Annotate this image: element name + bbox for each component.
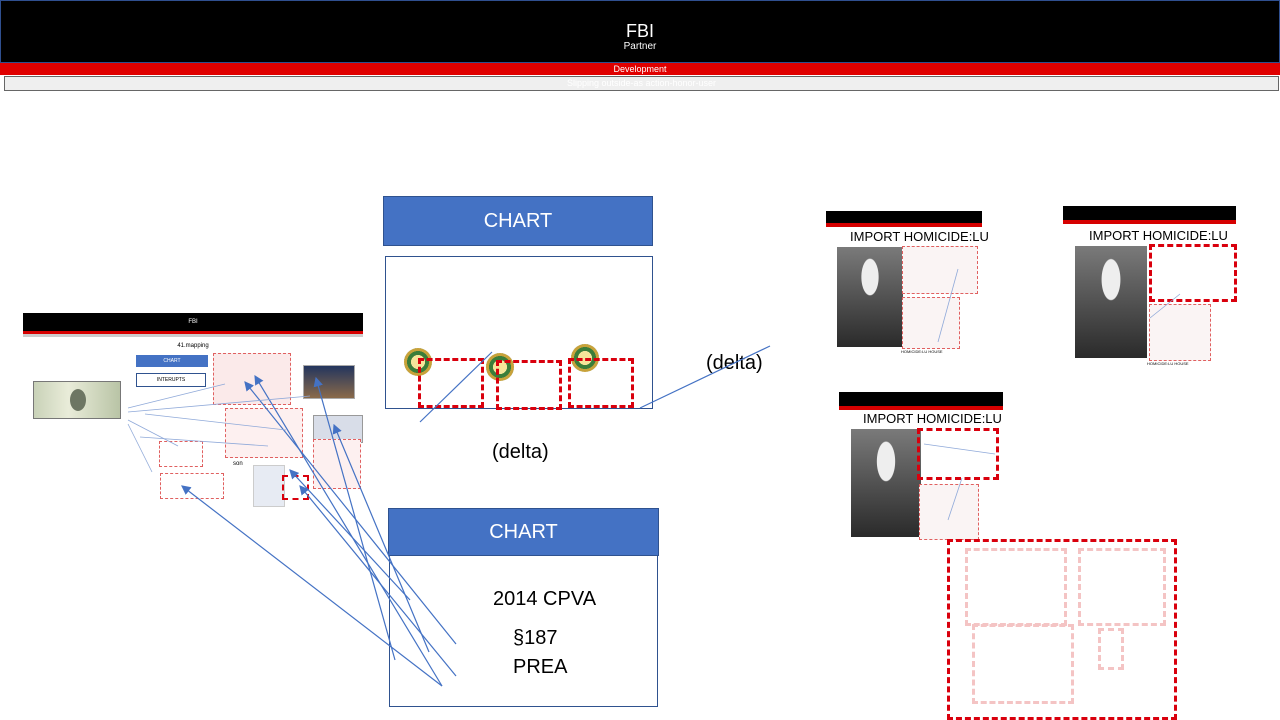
card-photo	[851, 429, 921, 537]
portrait-icon	[70, 389, 86, 411]
card-redline	[839, 406, 1003, 410]
homicide-card-2: IMPORT HOMICIDE:LU HOMICIDE:LU HOUSE	[1063, 206, 1237, 366]
mini-interrupts-button[interactable]: INTERUPTS	[136, 373, 206, 387]
card-header	[839, 392, 1003, 406]
app-header: FBI Partner	[0, 0, 1280, 63]
collage-highlight	[947, 539, 1177, 720]
dollar-bill-image	[33, 381, 121, 419]
mini-chart-button[interactable]: CHART	[136, 355, 208, 367]
card-title: IMPORT HOMICIDE:LU	[850, 229, 989, 244]
chart-button-top[interactable]: CHART	[383, 196, 653, 246]
section-label: §187	[513, 627, 558, 649]
cpva-label: 2014 CPVA	[493, 588, 597, 610]
chart-button-bottom[interactable]: CHART	[388, 508, 659, 556]
card-photo	[1075, 246, 1147, 358]
mini-header: FBI	[23, 313, 363, 331]
app-subtitle: Partner	[623, 41, 657, 52]
mini-son-label: son	[233, 461, 243, 467]
region-box-2	[496, 360, 562, 410]
card-caption: HOMICIDE:LU HOUSE	[901, 349, 943, 354]
mini-region-5	[160, 473, 224, 499]
mini-phone-image	[253, 465, 285, 507]
region-box-1	[418, 358, 484, 408]
mini-greyline	[23, 334, 363, 337]
mini-screenshot-1	[303, 365, 355, 399]
card-header	[826, 211, 982, 223]
chart-panel-bottom	[389, 555, 658, 707]
mini-region-3	[313, 439, 361, 489]
card-photo	[837, 247, 903, 347]
card-caption: HOMICIDE:LU HOUSE	[1147, 361, 1189, 366]
prea-label: PREA	[513, 656, 568, 678]
notice-bar: Slipping outside-as action-honor-user	[4, 76, 1279, 91]
delta-label-bottom: (delta)	[492, 441, 549, 463]
card-title: IMPORT HOMICIDE:LU	[863, 411, 1002, 426]
mini-region-1	[213, 353, 291, 405]
card-highlight	[917, 428, 999, 480]
mini-region-4	[159, 441, 203, 467]
mini-heading: 41.mapping	[177, 343, 209, 349]
seal-icon	[486, 353, 514, 381]
mini-title: FBI	[188, 319, 198, 325]
card-redline	[826, 223, 982, 227]
environment-banner: Development	[0, 63, 1280, 75]
region-box-3	[568, 358, 634, 408]
homicide-card-1: IMPORT HOMICIDE:LU HOMICIDE:LU HOUSE	[826, 211, 989, 361]
card-redline	[1063, 220, 1236, 224]
collage-region	[1098, 628, 1124, 670]
collage-region	[972, 624, 1074, 704]
card-region	[919, 484, 979, 540]
app-title: FBI	[625, 21, 654, 41]
card-region	[902, 297, 960, 349]
collage-region	[1078, 548, 1166, 626]
chart-panel-top	[385, 256, 653, 409]
card-highlight	[1149, 244, 1237, 302]
card-header	[1063, 206, 1236, 220]
card-region	[1149, 304, 1211, 361]
card-region	[902, 246, 978, 294]
card-title: IMPORT HOMICIDE:LU	[1089, 228, 1228, 243]
mini-redline	[23, 331, 363, 334]
homicide-card-3: IMPORT HOMICIDE:LU	[839, 392, 1003, 542]
